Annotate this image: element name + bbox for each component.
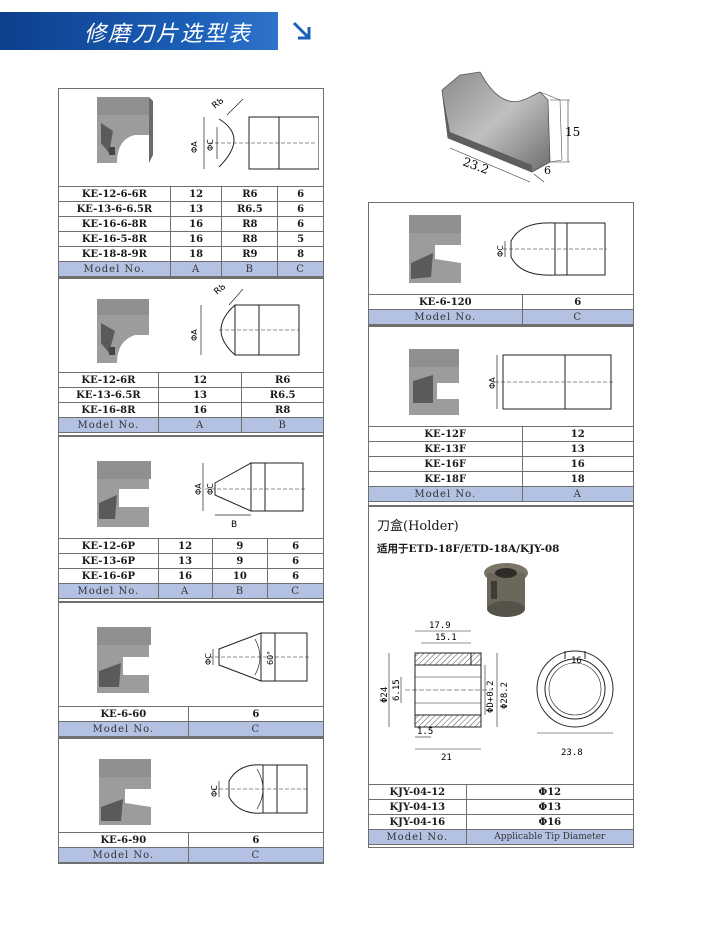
dim-phi-24: Φ24 [380,687,390,703]
dim-phi-c: ΦC [206,483,215,495]
holder-drawing: 17.9 15.1 Φ24 6.15 ΦD+0.2 Φ28.2 1.5 21 1… [380,621,614,763]
dim-6: 6 [544,164,551,177]
model-row: Model No.C [368,309,635,325]
blade-photo [99,759,151,825]
dim-phi-a: ΦA [190,141,199,153]
blade-drawing: R8 ΦA [190,285,300,356]
dim-b: B [231,520,237,530]
model-row: Model No.Applicable Tip Diameter [368,829,635,845]
model-row: Model No.A [368,486,635,502]
blade-photo [409,215,461,283]
dim-16: 16 [571,656,582,666]
blade-drawing: ΦC [496,222,607,276]
blade-photo [97,461,151,527]
blade-drawing: ΦA [488,354,615,410]
dim-21: 21 [441,753,452,763]
dim-1-5: 1.5 [417,727,433,737]
blade-photo [409,349,459,415]
holder-subtitle: 适用于ETD-18F/ETD-18A/KJY-08 [377,543,560,555]
dim-23-2: 23.2 [461,155,491,177]
model-row: Model No.C [58,847,325,863]
dim-phi-c: ΦC [206,139,215,151]
holder-photo [484,563,528,617]
dim-r8: R8 [211,99,227,111]
arrow-down-right-icon [285,14,319,48]
page-title: 修磨刀片选型表 [84,22,253,47]
blade-photo [97,627,151,693]
dim-23-8: 23.8 [561,748,583,758]
dim-phi-c: ΦC [496,245,505,257]
holder-title: 刀盒(Holder) [377,519,459,534]
blade-drawing: ΦA ΦC B [195,462,305,530]
dim-15: 15 [565,125,580,139]
dim-15-1: 15.1 [435,633,457,643]
blade-drawing: ΦC 60° [204,632,309,682]
dim-17-9: 17.9 [429,621,451,631]
blade-isometric-figure: 15 23.2 6 [441,71,580,183]
dim-6-15: 6.15 [392,679,402,701]
dim-phi-28-2: Φ28.2 [500,682,510,709]
dim-phi-a: ΦA [488,377,497,389]
model-row: Model No.C [58,721,325,737]
blade-drawing: R8 ΦA ΦC [190,99,319,170]
blade-photo [97,97,153,163]
dim-phi-c: ΦC [204,653,213,665]
blade-photo [97,299,149,363]
blade-drawing: ΦC [210,764,309,814]
dim-phi-c: ΦC [210,785,219,797]
dim-60-degrees: 60° [266,651,275,665]
dim-r8: R8 [213,285,229,297]
dim-phi-a: ΦA [195,483,203,495]
header-band [0,12,278,50]
dim-phi-d: ΦD+0.2 [486,680,496,713]
dim-phi-a: ΦA [190,329,199,341]
